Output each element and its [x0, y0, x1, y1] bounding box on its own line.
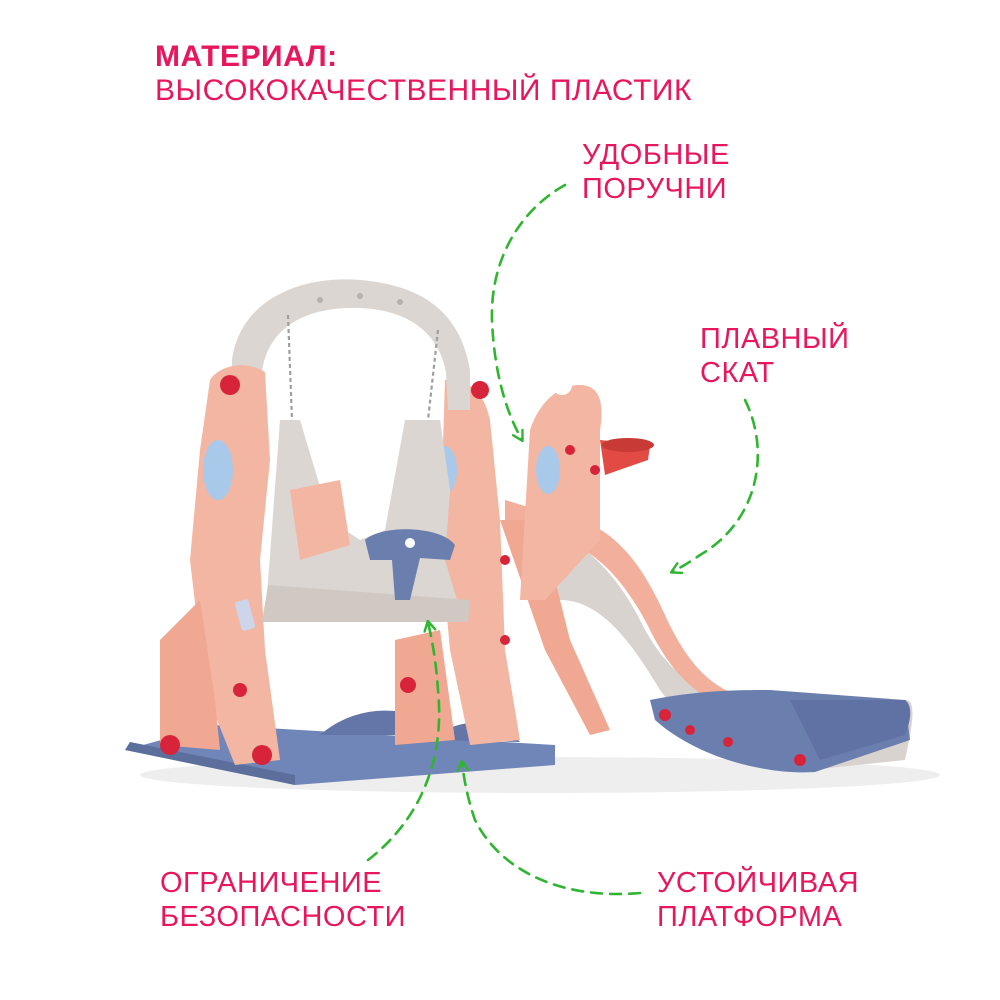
- swing-arch: [232, 279, 470, 410]
- callout-platform-line1: УСТОЙЧИВАЯ: [657, 867, 860, 899]
- callout-platform-line2: ПЛАТФОРМА: [657, 901, 843, 933]
- callout-arrows: [366, 183, 760, 896]
- swing-frame-right: [395, 379, 520, 745]
- callout-handrails: УДОБНЫЕ ПОРУЧНИ: [582, 138, 730, 206]
- swing-chains: [286, 314, 440, 421]
- swing-frame-left: [160, 365, 280, 765]
- arrow-handrails: [490, 183, 567, 440]
- material-title: МАТЕРИАЛ:: [155, 40, 338, 73]
- arrow-safety: [366, 622, 441, 862]
- swing-seat: [262, 420, 470, 622]
- callout-handrails-line2: ПОРУЧНИ: [582, 173, 728, 205]
- arrow-platform: [462, 762, 642, 896]
- callout-slope-line2: СКАТ: [700, 357, 775, 389]
- arrow-slope: [672, 398, 760, 572]
- callout-safety: ОГРАНИЧЕНИЕ БЕЗОПАСНОСТИ: [160, 866, 406, 934]
- callout-platform: УСТОЙЧИВАЯ ПЛАТФОРМА: [657, 866, 859, 934]
- basketball-hoop: [600, 438, 654, 475]
- callout-slope: ПЛАВНЫЙ СКАТ: [700, 322, 850, 390]
- callout-safety-line1: ОГРАНИЧЕНИЕ: [160, 867, 383, 899]
- callout-handrails-line1: УДОБНЫЕ: [582, 139, 730, 171]
- material-value: ВЫСОКОКАЧЕСТВЕННЫЙ ПЛАСТИК: [155, 74, 692, 107]
- callout-safety-line2: БЕЗОПАСНОСТИ: [160, 901, 407, 933]
- slide-tower: [520, 375, 602, 600]
- callout-slope-line1: ПЛАВНЫЙ: [700, 323, 850, 355]
